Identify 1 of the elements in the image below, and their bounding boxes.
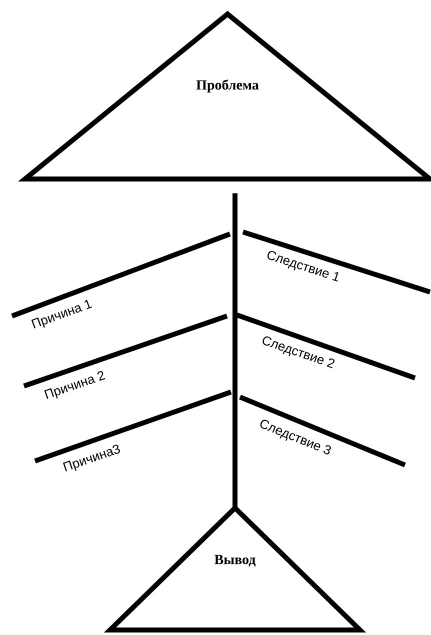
spine-line: [232, 193, 238, 508]
